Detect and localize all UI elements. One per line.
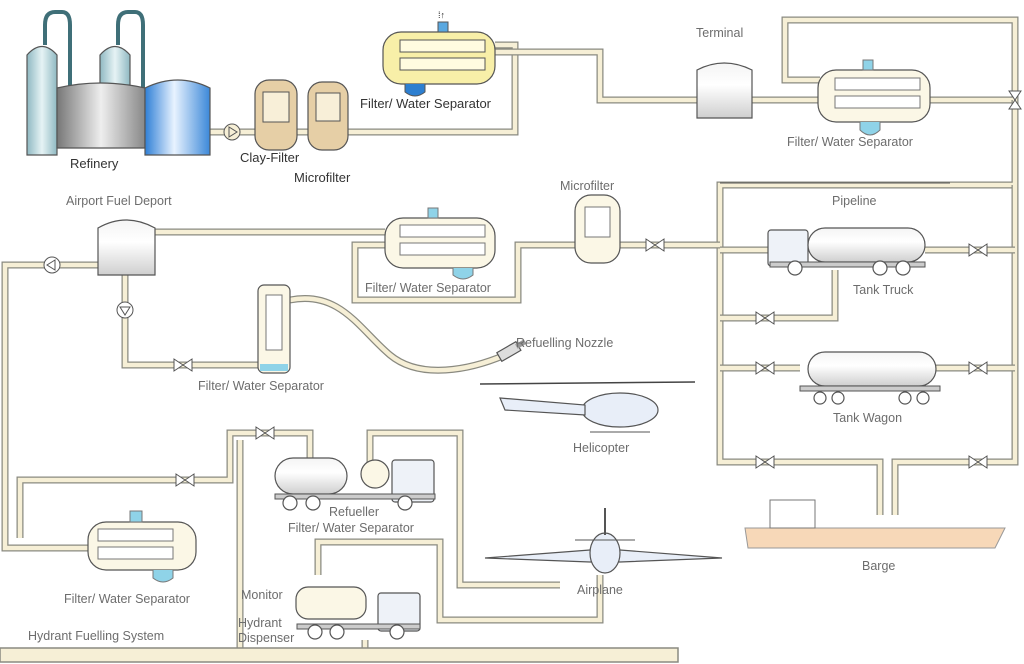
label-fws-top: Filter/ Water Separator: [360, 96, 492, 111]
label-fws-vertical: Filter/ Water Separator: [198, 379, 324, 393]
valve-icon: [968, 361, 988, 375]
valve-icon: [175, 473, 195, 487]
helicopter-icon: [479, 381, 696, 433]
valve-icon: [1008, 90, 1022, 110]
hydrant-main-pipe: [0, 647, 679, 663]
microfilter-icon: [574, 194, 621, 264]
valve-icon: [255, 426, 275, 440]
pipe: [352, 242, 575, 303]
filter-water-separator-icon: [817, 59, 931, 136]
valve-icon: [755, 361, 775, 375]
valves: [43, 90, 1022, 487]
label-fws-hydrant: Filter/ Water Separator: [64, 592, 190, 606]
label-hydrant-dispenser-1: Hydrant: [238, 616, 282, 630]
label-refueller: Refueller: [329, 505, 379, 519]
label-clay-filter: Clay-Filter: [240, 150, 300, 165]
label-airplane: Airplane: [577, 583, 623, 597]
label-refinery: Refinery: [70, 156, 119, 171]
label-barge: Barge: [862, 559, 895, 573]
valve-icon: [645, 238, 665, 252]
filter-water-separator-icon: [87, 510, 197, 583]
filter-water-separator-icon: ⁞↑: [382, 10, 496, 97]
label-hydrant-dispenser-2: Dispenser: [238, 631, 294, 645]
refinery-icon: [26, 10, 211, 156]
valve-icon: [173, 358, 193, 372]
vertical-filter-water-separator-icon: [257, 284, 291, 374]
label-pipeline: Pipeline: [832, 194, 877, 208]
label-tank-truck: Tank Truck: [853, 283, 914, 297]
airplane-icon: [484, 508, 723, 574]
vent-icon: ⁞↑: [438, 10, 445, 20]
label-helicopter: Helicopter: [573, 441, 629, 455]
label-tank-wagon: Tank Wagon: [833, 411, 902, 425]
label-fws-refueller: Filter/ Water Separator: [288, 521, 414, 535]
label-microfilter-mid: Microfilter: [560, 179, 614, 193]
airport-fuel-depot-tank-icon: [97, 219, 156, 276]
pump-icon: [43, 256, 61, 274]
pump-icon: [223, 123, 241, 141]
label-microfilter-top: Microfilter: [294, 170, 351, 185]
pump-icon: [116, 301, 134, 319]
valve-icon: [968, 243, 988, 257]
pipe: [717, 100, 1018, 515]
pipe: [892, 185, 1018, 515]
pipe: [720, 270, 838, 321]
pipe: [122, 275, 258, 368]
hydrant-dispenser-truck-icon: [295, 586, 421, 640]
pipe-network: [0, 16, 1019, 663]
label-airport-fuel-depot: Airport Fuel Deport: [66, 194, 172, 208]
pipe: [289, 296, 506, 373]
label-fws-mid: Filter/ Water Separator: [365, 281, 491, 295]
label-refuelling-nozzle: Refuelling Nozzle: [516, 336, 613, 350]
pipe-outline: [716, 100, 1019, 515]
pipe-outline: [121, 275, 258, 369]
label-terminal: Terminal: [696, 26, 743, 40]
pipe: [367, 430, 560, 588]
pipe-outline: [366, 429, 560, 589]
label-hydrant-fuelling-system: Hydrant Fuelling System: [28, 629, 164, 643]
pipe-outline: [720, 270, 839, 322]
pipe-outline: [495, 48, 700, 104]
valve-icon: [755, 311, 775, 325]
pipe: [782, 17, 1018, 103]
terminal-tank-icon: [696, 62, 753, 119]
pipe: [495, 49, 700, 103]
pipe: [315, 539, 603, 623]
label-fws-terminal: Filter/ Water Separator: [787, 135, 913, 149]
valve-icon: [755, 455, 775, 469]
tank-wagon-icon: [799, 351, 941, 405]
clay-filter-icon: [254, 79, 298, 151]
label-monitor: Monitor: [241, 588, 283, 602]
barge-icon: [744, 499, 1006, 549]
microfilter-icon: [307, 81, 349, 151]
refuelling-nozzle-icon: [496, 339, 527, 363]
tank-truck-icon: [767, 227, 926, 276]
filter-water-separator-icon: [384, 207, 496, 280]
pipe: [17, 430, 313, 538]
refueller-truck-icon: [274, 457, 436, 511]
pipe: [210, 42, 518, 135]
valve-icon: [968, 455, 988, 469]
